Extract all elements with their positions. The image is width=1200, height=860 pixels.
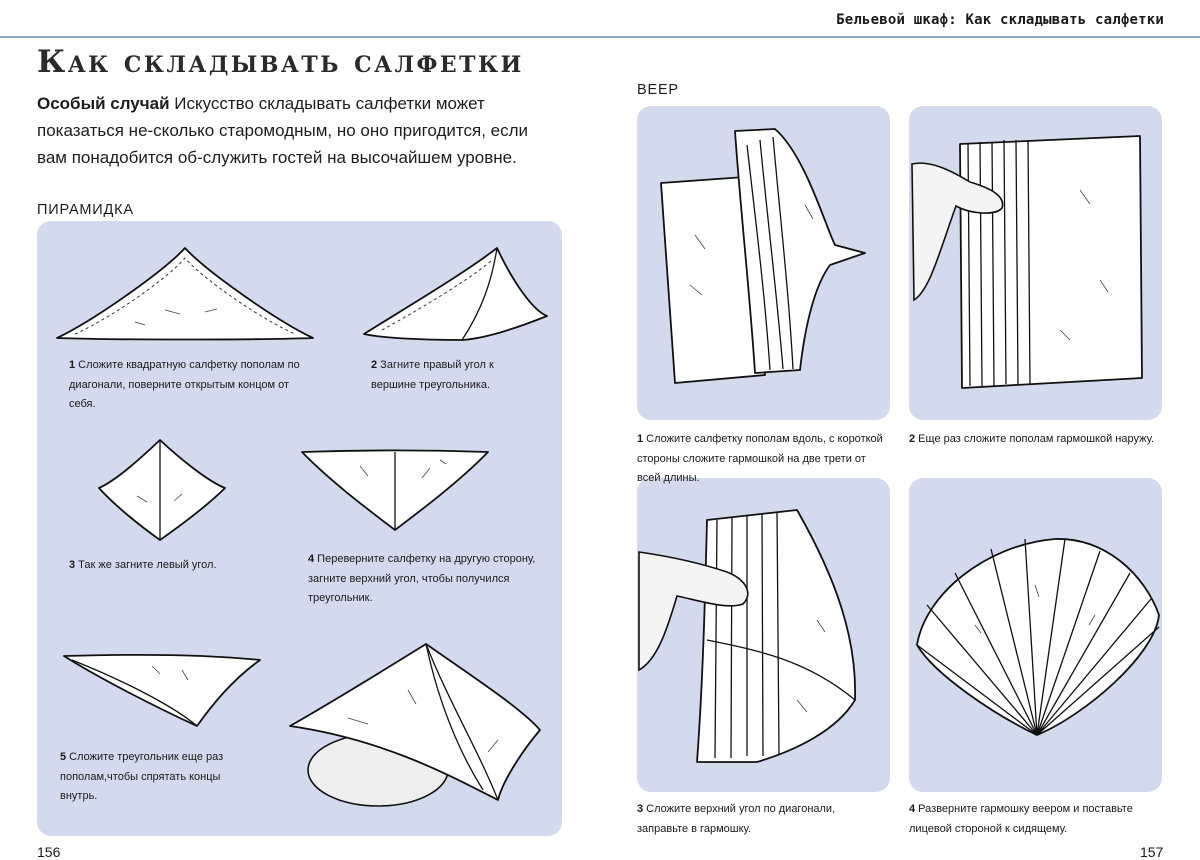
step-number: 1: [637, 433, 644, 445]
step-text: Сложите треугольник еще раз пополам,чтоб…: [60, 751, 224, 802]
step-number: 4: [909, 803, 916, 815]
napkin-triangle-illustration: [363, 247, 548, 341]
step-number: 2: [371, 359, 378, 371]
napkin-fan-illustration: [916, 538, 1160, 736]
pyramid-step-3-caption: 3 Так же загните левый угол.: [69, 556, 269, 576]
page-number-right: 157: [1140, 844, 1164, 860]
step-text: Сложите квадратную салфетку пополам по д…: [69, 359, 300, 410]
pyramid-section-label: ПИРАМИДКА: [37, 202, 134, 218]
pyramid-step-4-caption: 4 Переверните салфетку на другую сторону…: [308, 550, 538, 609]
step-number: 1: [69, 359, 76, 371]
step-text: Загните правый угол к вершине треугольни…: [371, 359, 494, 391]
step-number: 5: [60, 751, 67, 763]
napkin-triangle-illustration: [98, 439, 226, 541]
intro-paragraph: Особый случай Искусство складывать салфе…: [37, 90, 562, 171]
hand-illustration: [911, 135, 1143, 389]
step-text: Сложите верхний угол по диагонали, запра…: [637, 803, 836, 835]
step-number: 3: [69, 559, 76, 571]
fan-step-1-caption: 1 Сложите салфетку пополам вдоль, с коро…: [637, 430, 887, 489]
napkin-triangle-illustration: [301, 449, 489, 531]
step-number: 2: [909, 433, 916, 445]
napkin-fan-illustration: [660, 128, 866, 384]
fan-section-label: ВЕЕР: [637, 82, 679, 98]
pyramid-step-1-caption: 1 Сложите квадратную салфетку пополам по…: [69, 356, 309, 415]
napkin-triangle-illustration: [56, 247, 314, 341]
header-rule: [0, 36, 1200, 38]
step-text: Переверните салфетку на другую сторону, …: [308, 553, 536, 604]
intro-lead: Особый случай: [37, 94, 170, 113]
step-number: 4: [308, 553, 315, 565]
pyramid-step-2-caption: 2 Загните правый угол к вершине треуголь…: [371, 356, 541, 395]
pyramid-step-5-caption: 5 Сложите треугольник еще раз пополам,чт…: [60, 748, 260, 807]
fan-step-2-caption: 2 Еще раз сложите пополам гармошкой нару…: [909, 430, 1169, 450]
plate-illustration: [289, 643, 541, 807]
step-number: 3: [637, 803, 644, 815]
step-text: Еще раз сложите пополам гармошкой наружу…: [915, 433, 1155, 445]
fan-step-4-caption: 4 Разверните гармошку веером и поставьте…: [909, 800, 1169, 839]
intro-text: Искусство складывать салфетки может пока…: [37, 94, 529, 167]
running-header: Бельевой шкаф: Как складывать салфетки: [836, 12, 1164, 28]
step-text: Так же загните левый угол.: [75, 559, 217, 571]
fan-step-3-caption: 3 Сложите верхний угол по диагонали, зап…: [637, 800, 887, 839]
page-number-left: 156: [37, 844, 61, 860]
hand-illustration: [638, 509, 857, 763]
page-title: Как складывать салфетки: [37, 44, 524, 80]
step-text: Сложите салфетку пополам вдоль, с коротк…: [637, 433, 883, 484]
step-text: Разверните гармошку веером и поставьте л…: [909, 803, 1133, 835]
napkin-triangle-illustration: [63, 653, 261, 727]
